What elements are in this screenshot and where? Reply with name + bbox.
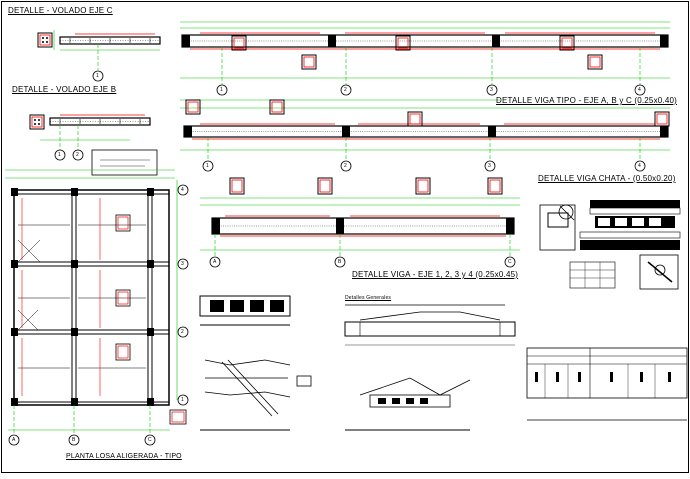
axis-label: 3 bbox=[488, 163, 491, 169]
axis-label: A bbox=[213, 259, 217, 265]
axis-label: 1 bbox=[181, 397, 184, 403]
axis-label: C bbox=[508, 259, 512, 265]
axis-label: 2 bbox=[76, 152, 79, 158]
axis-label: B bbox=[338, 259, 342, 265]
title-planta: PLANTA LOSA ALIGERADA - TIPO bbox=[66, 453, 182, 460]
viga-chata-detail bbox=[539, 200, 681, 290]
detalles-generales bbox=[199, 295, 688, 431]
title-volado-c: DETALLE - VOLADO EJE C bbox=[8, 6, 113, 15]
axis-label: 2 bbox=[344, 87, 347, 93]
title-volado-b: DETALLE - VOLADO EJE B bbox=[12, 85, 117, 94]
axis-label: 4 bbox=[638, 87, 641, 93]
planta-losa-plan bbox=[5, 149, 189, 446]
axis-label: 1 bbox=[220, 87, 223, 93]
volado-b-detail bbox=[29, 114, 151, 161]
axis-label: 4 bbox=[181, 187, 184, 193]
axis-label: 4 bbox=[638, 163, 641, 169]
axis-label: 1 bbox=[206, 163, 209, 169]
title-viga-tipo: DETALLE VIGA TIPO - EJE A, B y C (0.25x0… bbox=[496, 96, 678, 105]
title-viga-ejes: DETALLE VIGA - EJE 1, 2, 3 y 4 (0.25x0.4… bbox=[352, 270, 519, 279]
axis-label: 3 bbox=[490, 87, 493, 93]
axis-label: 1 bbox=[96, 73, 99, 79]
top-beam-detail bbox=[180, 21, 670, 96]
axis-label: B bbox=[72, 437, 76, 443]
title-detalles-generales: Detalles Generales bbox=[345, 295, 392, 301]
axis-label: 2 bbox=[344, 163, 347, 169]
axis-label: 2 bbox=[181, 329, 184, 335]
title-viga-chata: DETALLE VIGA CHATA - (0.50x0.20) bbox=[538, 174, 676, 183]
axis-label: 1 bbox=[58, 152, 61, 158]
axis-label: C bbox=[148, 437, 152, 443]
viga-ejes-detail bbox=[200, 177, 520, 268]
axis-label: 3 bbox=[181, 261, 184, 267]
volado-c-detail bbox=[37, 30, 161, 82]
viga-tipo-detail bbox=[180, 99, 670, 172]
axis-label: A bbox=[12, 437, 16, 443]
